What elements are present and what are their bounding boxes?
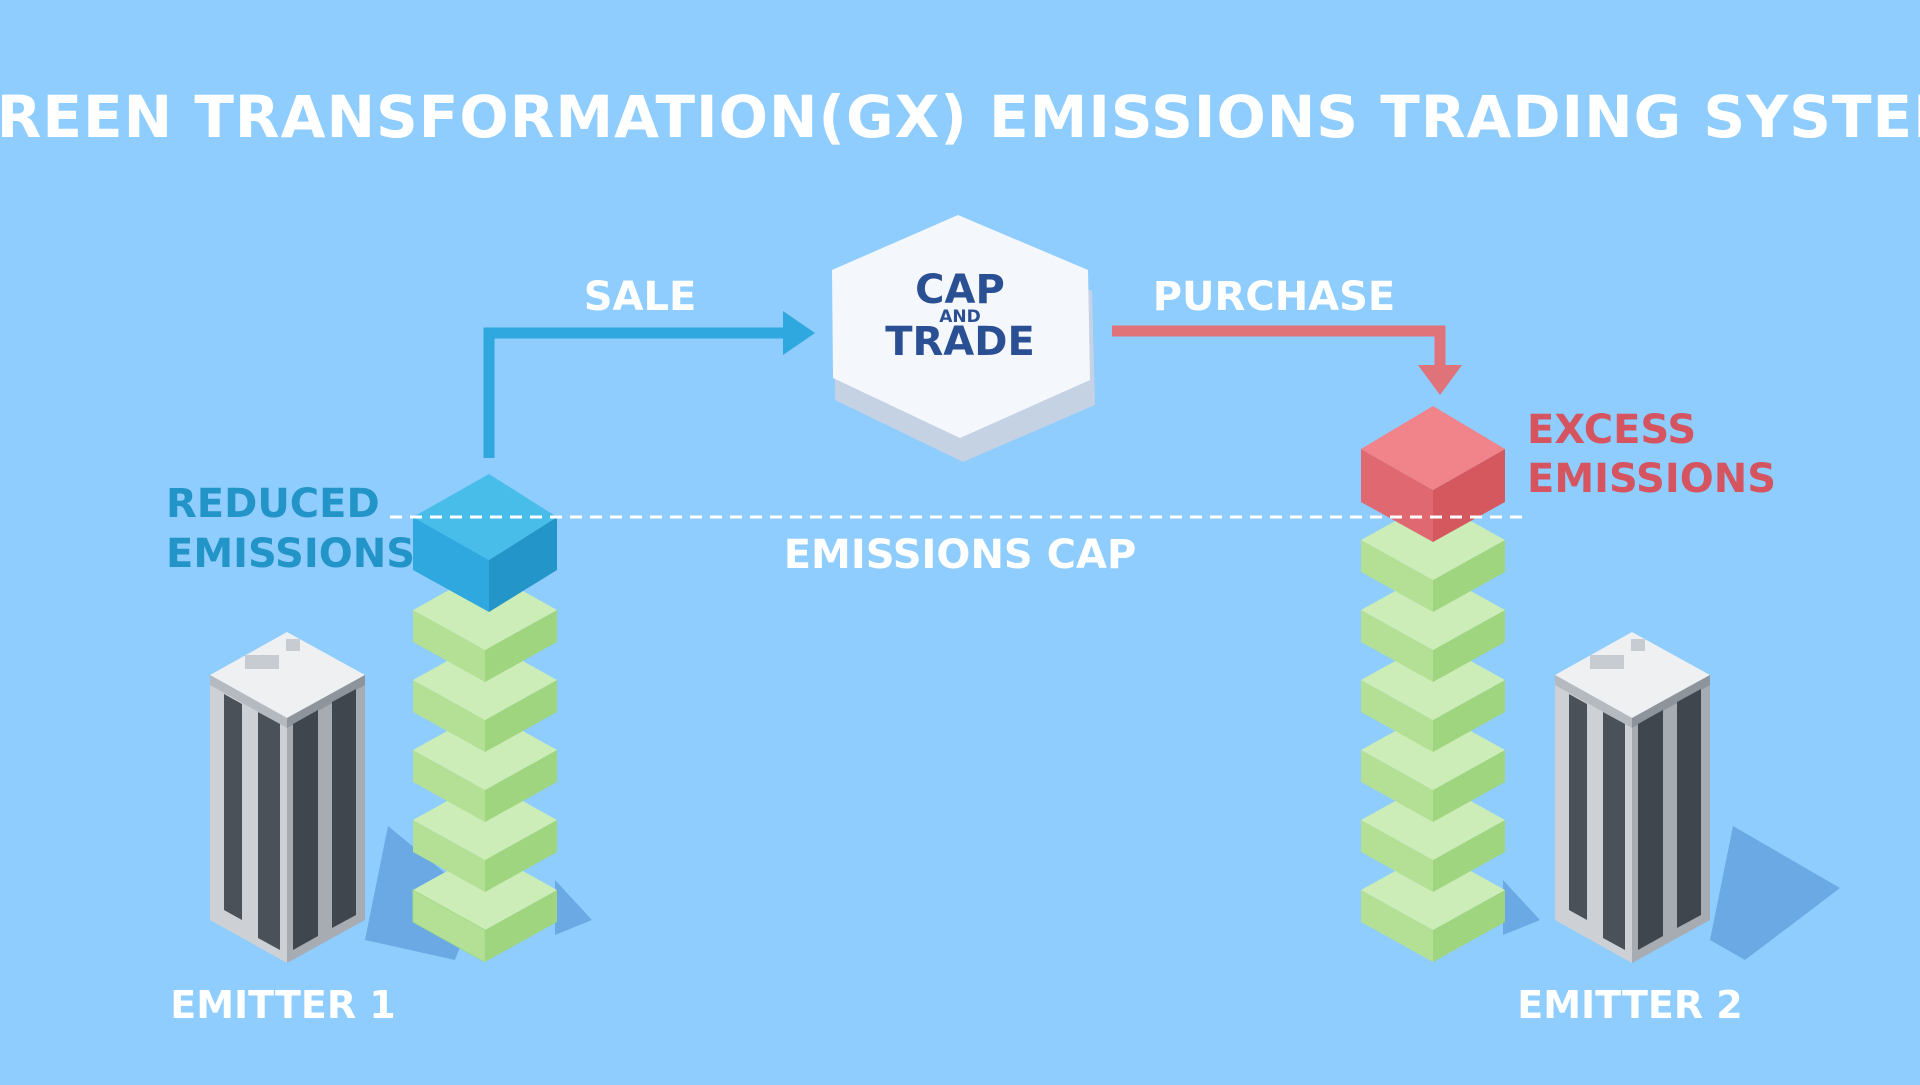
diagram-title: GREEN TRANSFORMATION(GX) EMISSIONS TRADI… [0,83,1920,151]
hub-cap-text: CAP [915,267,1005,313]
excess-emissions-label-line1: EXCESS [1527,407,1696,453]
sale-label: SALE [584,274,697,320]
sale-arrow [483,311,815,458]
emitter2-building-icon [1555,632,1710,963]
building2-shadow [1710,826,1840,960]
reduced-emissions-block [413,474,557,612]
reduced-emissions-label-line1: REDUCED [166,481,380,527]
emissions-cap-label: EMISSIONS CAP [784,532,1137,578]
hub-and-text: AND [939,307,981,327]
purchase-label: PURCHASE [1153,274,1396,320]
allowance-block [413,570,557,682]
emitter1-building-icon [210,632,365,963]
emitter2-allowance-column [1361,406,1505,962]
cap-and-trade-hub: CAP AND TRADE [832,215,1095,462]
column2-shadow [1503,880,1540,935]
emitter2-name: EMITTER 2 [1517,983,1743,1027]
reduced-emissions-label-line2: EMISSIONS [166,531,415,577]
column1-shadow [555,880,592,935]
hub-trade-text: TRADE [885,319,1035,365]
emitter1-name: EMITTER 1 [170,983,396,1027]
excess-emissions-block [1361,406,1505,542]
purchase-arrow [1112,325,1462,395]
excess-emissions-label-line2: EMISSIONS [1527,456,1776,502]
emitter1-allowance-column [412,474,557,963]
